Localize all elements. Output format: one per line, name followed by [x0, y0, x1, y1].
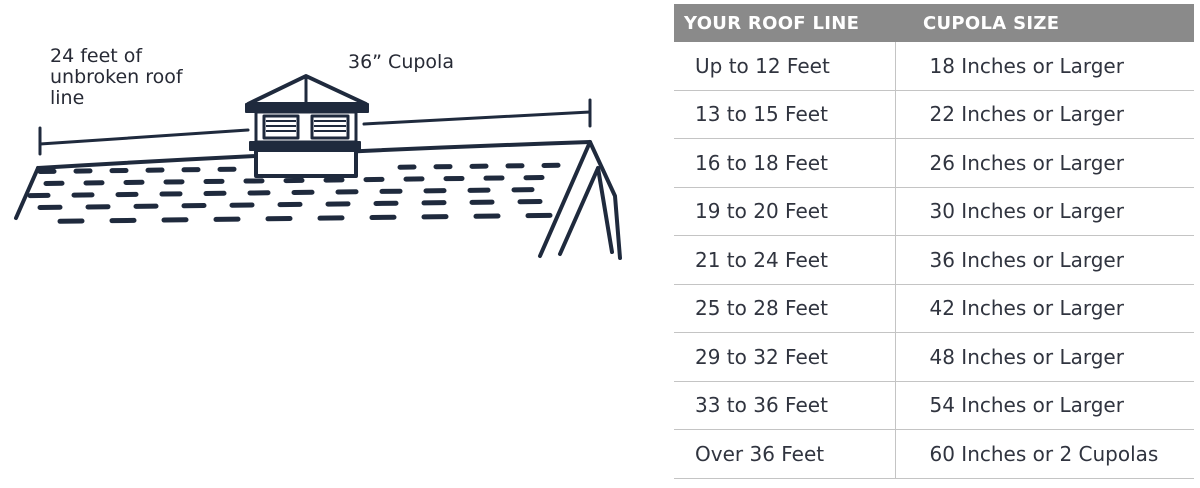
cupola-base	[254, 148, 358, 178]
roof-line-cell: 29 to 32 Feet	[674, 332, 896, 382]
cupola-size-label: 36” Cupola	[348, 51, 454, 73]
roof-line-cell: 16 to 18 Feet	[674, 138, 896, 188]
roof-line-cell: Over 36 Feet	[674, 429, 896, 479]
header-roof-line: YOUR ROOF LINE	[674, 4, 895, 42]
table-row: Over 36 Feet 60 Inches or 2 Cupolas	[674, 429, 1194, 479]
table-header-row: YOUR ROOF LINE CUPOLA SIZE	[674, 4, 1194, 42]
roof-illustration: 24 feet of unbroken roof line 36” Cupola	[14, 45, 622, 260]
cupola	[245, 74, 369, 178]
roof-line-cell: 21 to 24 Feet	[674, 235, 896, 285]
cupola-size-table: YOUR ROOF LINE CUPOLA SIZE Up to 12 Feet…	[674, 4, 1194, 479]
dimension-line-left	[38, 128, 250, 146]
table-row: Up to 12 Feet 18 Inches or Larger	[674, 42, 1194, 91]
header-cupola-size: CUPOLA SIZE	[895, 4, 1194, 42]
table-row: 19 to 20 Feet 30 Inches or Larger	[674, 187, 1194, 236]
cupola-size-cell: 26 Inches or Larger	[895, 138, 1194, 188]
roof-line-cell: Up to 12 Feet	[674, 42, 896, 91]
table-row: 33 to 36 Feet 54 Inches or Larger	[674, 381, 1194, 430]
cupola-size-cell: 36 Inches or Larger	[895, 235, 1194, 285]
table-row: 13 to 15 Feet 22 Inches or Larger	[674, 90, 1194, 139]
cupola-louver-left	[262, 114, 300, 140]
table-row: 16 to 18 Feet 26 Inches or Larger	[674, 138, 1194, 188]
cupola-size-cell: 22 Inches or Larger	[895, 90, 1194, 139]
roof-gable-inner	[538, 140, 614, 258]
roof-line-cell: 25 to 28 Feet	[674, 284, 896, 333]
table-row: 25 to 28 Feet 42 Inches or Larger	[674, 284, 1194, 333]
shingle-rows	[27, 162, 561, 224]
cupola-size-cell: 54 Inches or Larger	[895, 381, 1194, 430]
cupola-louver-right	[310, 114, 350, 140]
roof-line-cell: 19 to 20 Feet	[674, 187, 896, 236]
cupola-size-cell: 48 Inches or Larger	[895, 332, 1194, 382]
cupola-size-cell: 30 Inches or Larger	[895, 187, 1194, 236]
table-row: 21 to 24 Feet 36 Inches or Larger	[674, 235, 1194, 285]
roof-line-cell: 13 to 15 Feet	[674, 90, 896, 139]
cupola-size-cell: 42 Inches or Larger	[895, 284, 1194, 333]
roof-left-edge	[14, 166, 40, 220]
cupola-size-cell: 18 Inches or Larger	[895, 42, 1194, 91]
roof-cupola-drawing	[14, 74, 622, 260]
roof-span-label: 24 feet of unbroken roof line	[50, 45, 183, 109]
dimension-line-right	[362, 110, 592, 126]
table-row: 29 to 32 Feet 48 Inches or Larger	[674, 332, 1194, 382]
roof-line-cell: 33 to 36 Feet	[674, 381, 896, 430]
cupola-size-cell: 60 Inches or 2 Cupolas	[895, 429, 1194, 479]
